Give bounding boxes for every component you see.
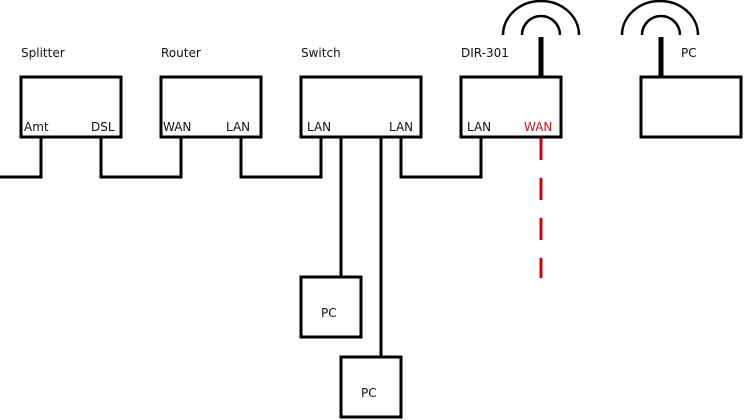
splitter-box xyxy=(19,75,123,139)
splitter-port-dsl: DSL xyxy=(91,120,115,134)
switch-box xyxy=(299,75,423,139)
device-pc2[interactable]: PC xyxy=(339,355,403,419)
wire-switch-to-dir301 xyxy=(399,137,483,179)
pc2-label: PC xyxy=(361,386,377,400)
switch-port-lan-right: LAN xyxy=(389,120,413,134)
router-port-lan: LAN xyxy=(226,120,250,134)
wireless-pc-label: PC xyxy=(681,46,697,60)
router-label: Router xyxy=(161,46,201,60)
wifi-signal-outer-arc-icon xyxy=(620,0,700,36)
router-port-wan: WAN xyxy=(163,120,191,134)
wireless-pc-box xyxy=(639,75,743,139)
wire-external-to-splitter xyxy=(0,137,43,179)
wire-router-to-switch xyxy=(239,137,323,179)
pc1-box xyxy=(299,275,363,339)
wire-splitter-to-router xyxy=(99,137,183,179)
dir301-port-wan: WAN xyxy=(524,120,552,134)
device-wireless-pc[interactable]: PC xyxy=(620,0,743,139)
pc2-box xyxy=(339,355,403,419)
dir301-port-lan: LAN xyxy=(467,120,491,134)
device-splitter[interactable]: Splitter Amt DSL xyxy=(19,46,123,139)
device-dir301[interactable]: DIR-301 LAN WAN xyxy=(459,0,581,139)
splitter-label: Splitter xyxy=(21,46,65,60)
splitter-port-amt: Amt xyxy=(24,120,49,134)
wifi-signal-outer-arc-icon xyxy=(501,0,581,36)
device-switch[interactable]: Switch LAN LAN xyxy=(299,46,423,139)
dir301-label: DIR-301 xyxy=(461,46,509,60)
wifi-signal-inner-arc-icon xyxy=(640,14,682,36)
device-router[interactable]: Router WAN LAN xyxy=(159,46,263,139)
device-pc1[interactable]: PC xyxy=(299,275,363,339)
wifi-signal-inner-arc-icon xyxy=(520,14,562,36)
router-box xyxy=(159,75,263,139)
switch-label: Switch xyxy=(301,46,341,60)
dir301-box xyxy=(459,75,563,139)
switch-port-lan-left: LAN xyxy=(307,120,331,134)
pc1-label: PC xyxy=(321,306,337,320)
